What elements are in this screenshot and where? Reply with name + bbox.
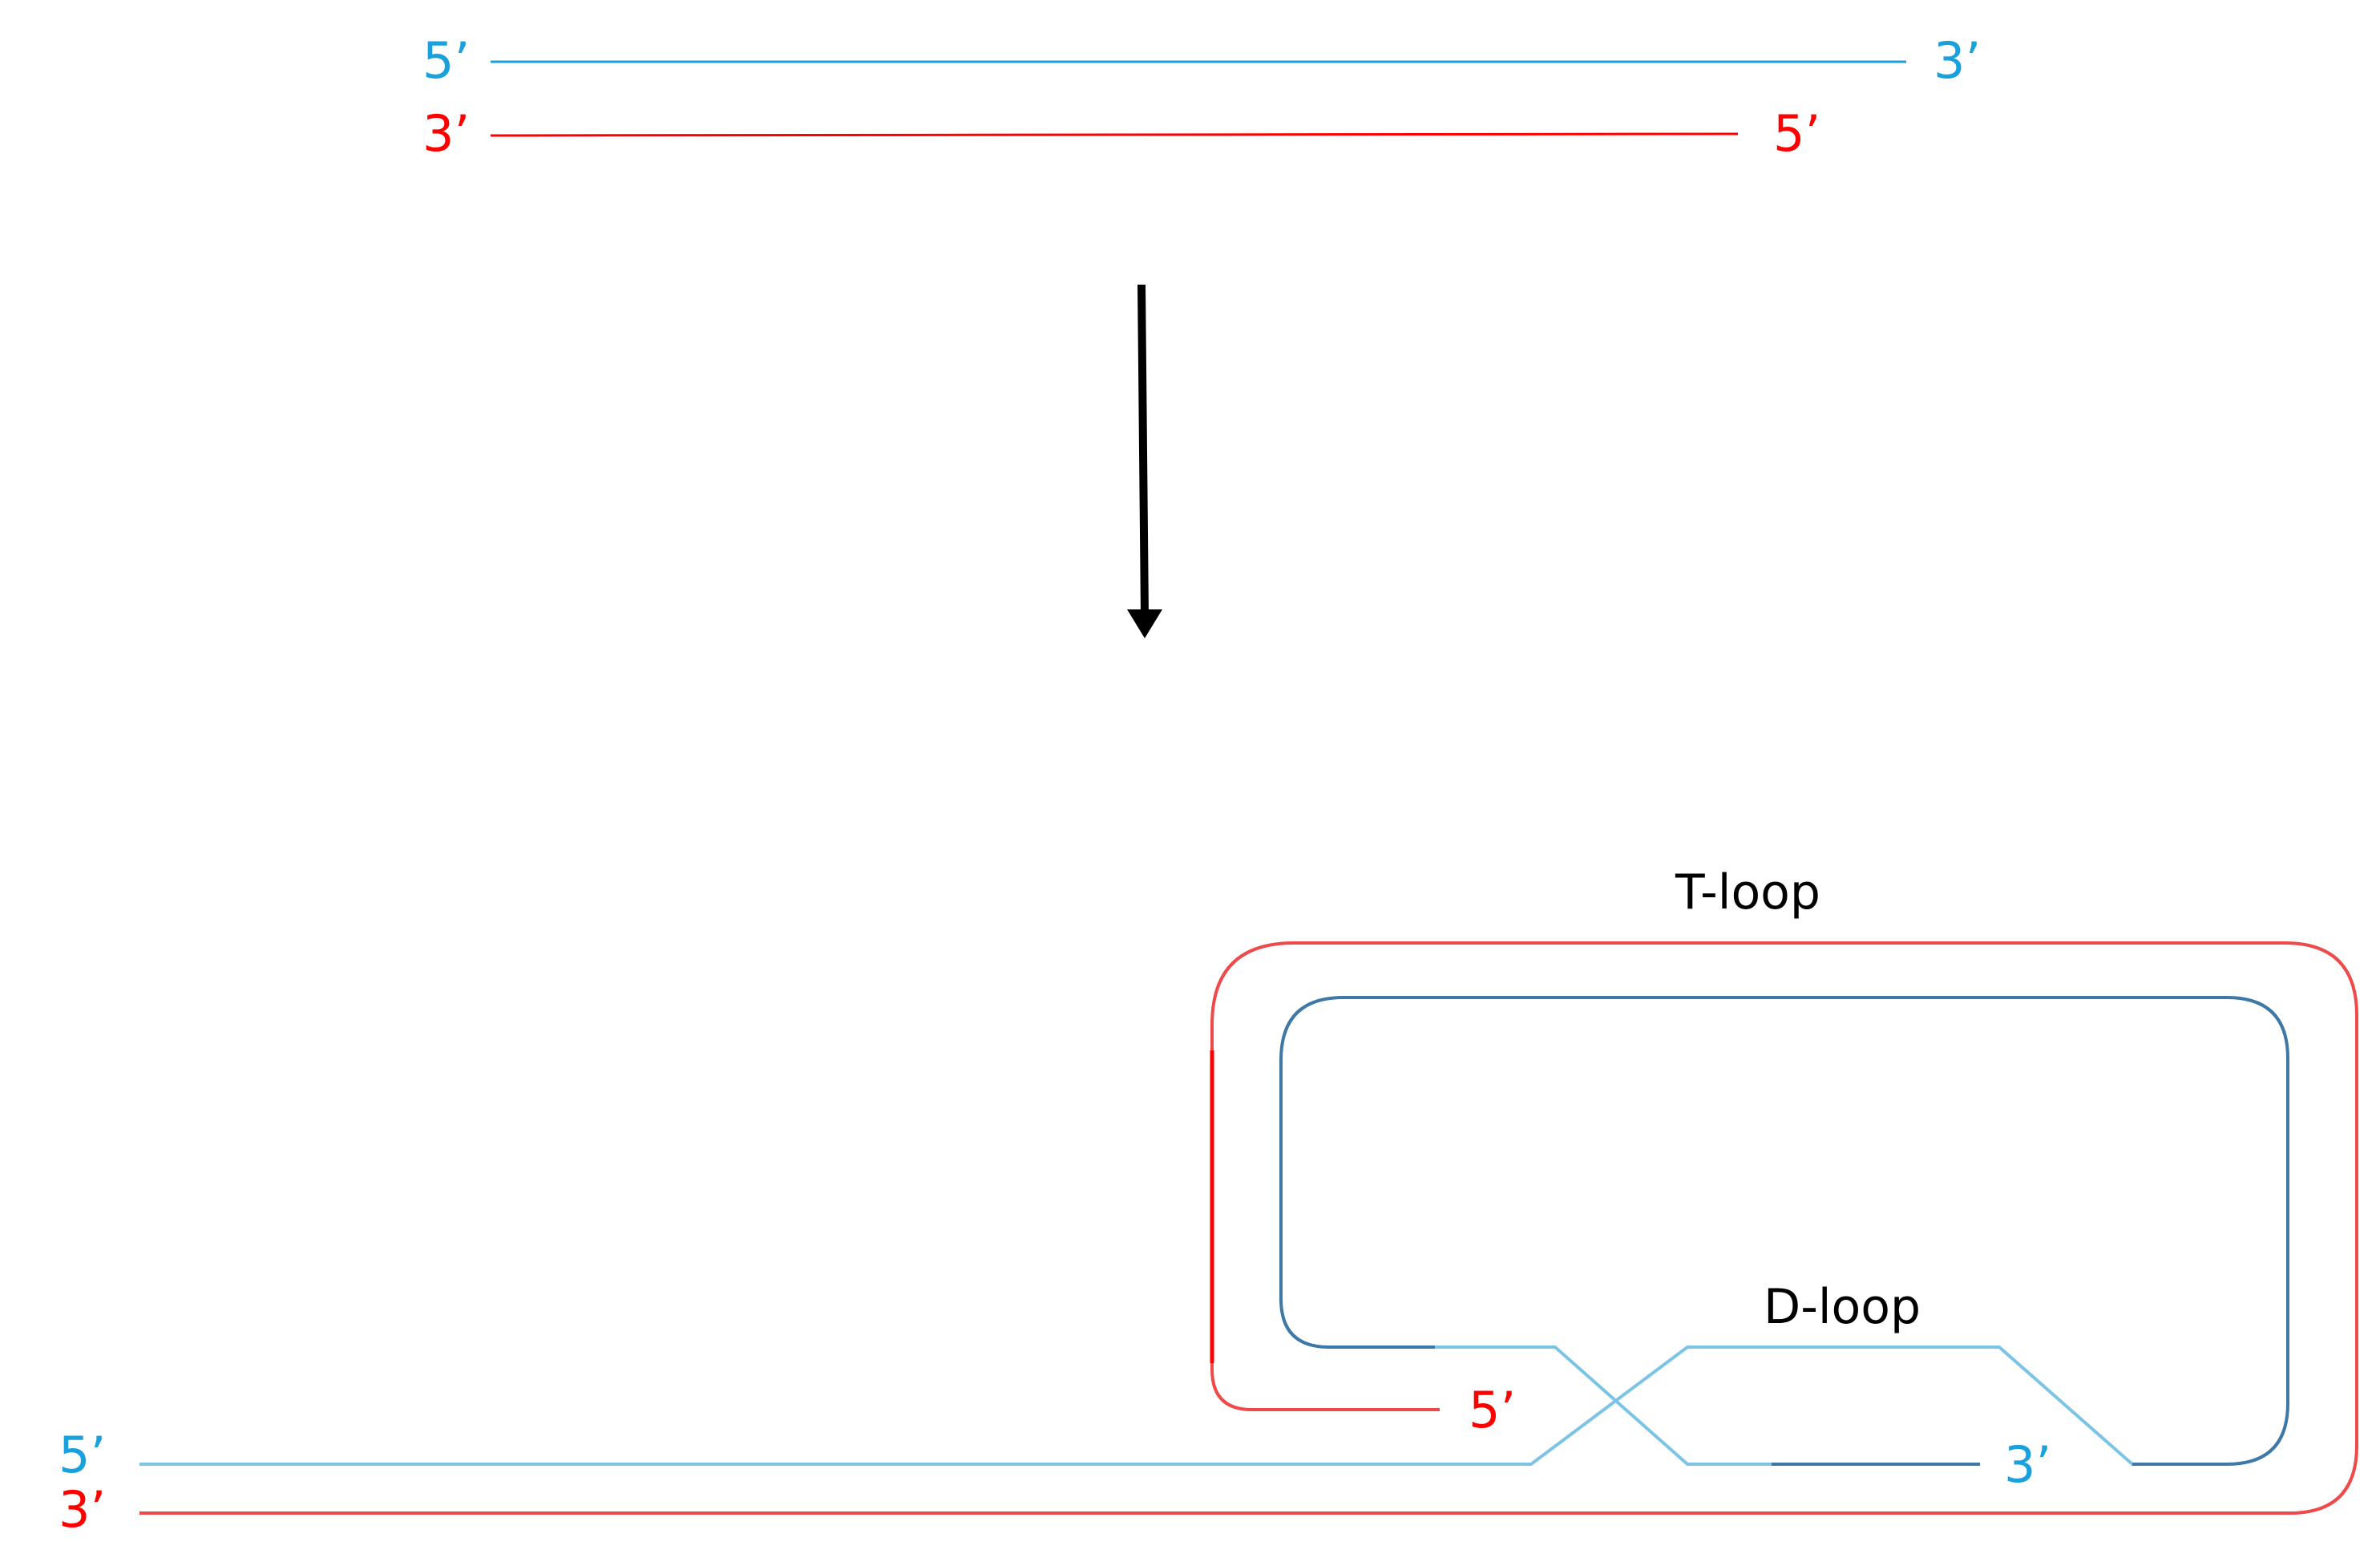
d-loop-label: D-loop [1764,1279,1921,1335]
linear-duplex: 5’ 3’ 3’ 5’ [422,31,1981,163]
top-red-strand [490,132,1739,137]
top-blue-3prime-label: 3’ [1933,31,1981,90]
bottom-red-5prime-label: 5’ [1469,1381,1516,1439]
down-arrow-icon [1127,284,1162,638]
bottom-blue-3prime-label: 3’ [2004,1435,2051,1494]
top-blue-5prime-label: 5’ [422,31,470,90]
top-red-3prime-label: 3’ [422,104,470,163]
bottom-blue-strand-incoming [139,1346,2227,1466]
bottom-blue-strand-3prime [1435,1346,1980,1466]
t-loop-structure: T-loop D-loop 5’ 3’ 5’ 3’ [59,864,2358,1539]
bottom-red-3prime-label: 3’ [59,1480,106,1539]
top-red-5prime-label: 5’ [1773,104,1820,163]
bottom-blue-5prime-label: 5’ [59,1426,106,1484]
t-loop-label: T-loop [1675,864,1820,921]
bottom-blue-inner-loop [1279,996,2289,1466]
bottom-red-strand [139,941,2358,1515]
